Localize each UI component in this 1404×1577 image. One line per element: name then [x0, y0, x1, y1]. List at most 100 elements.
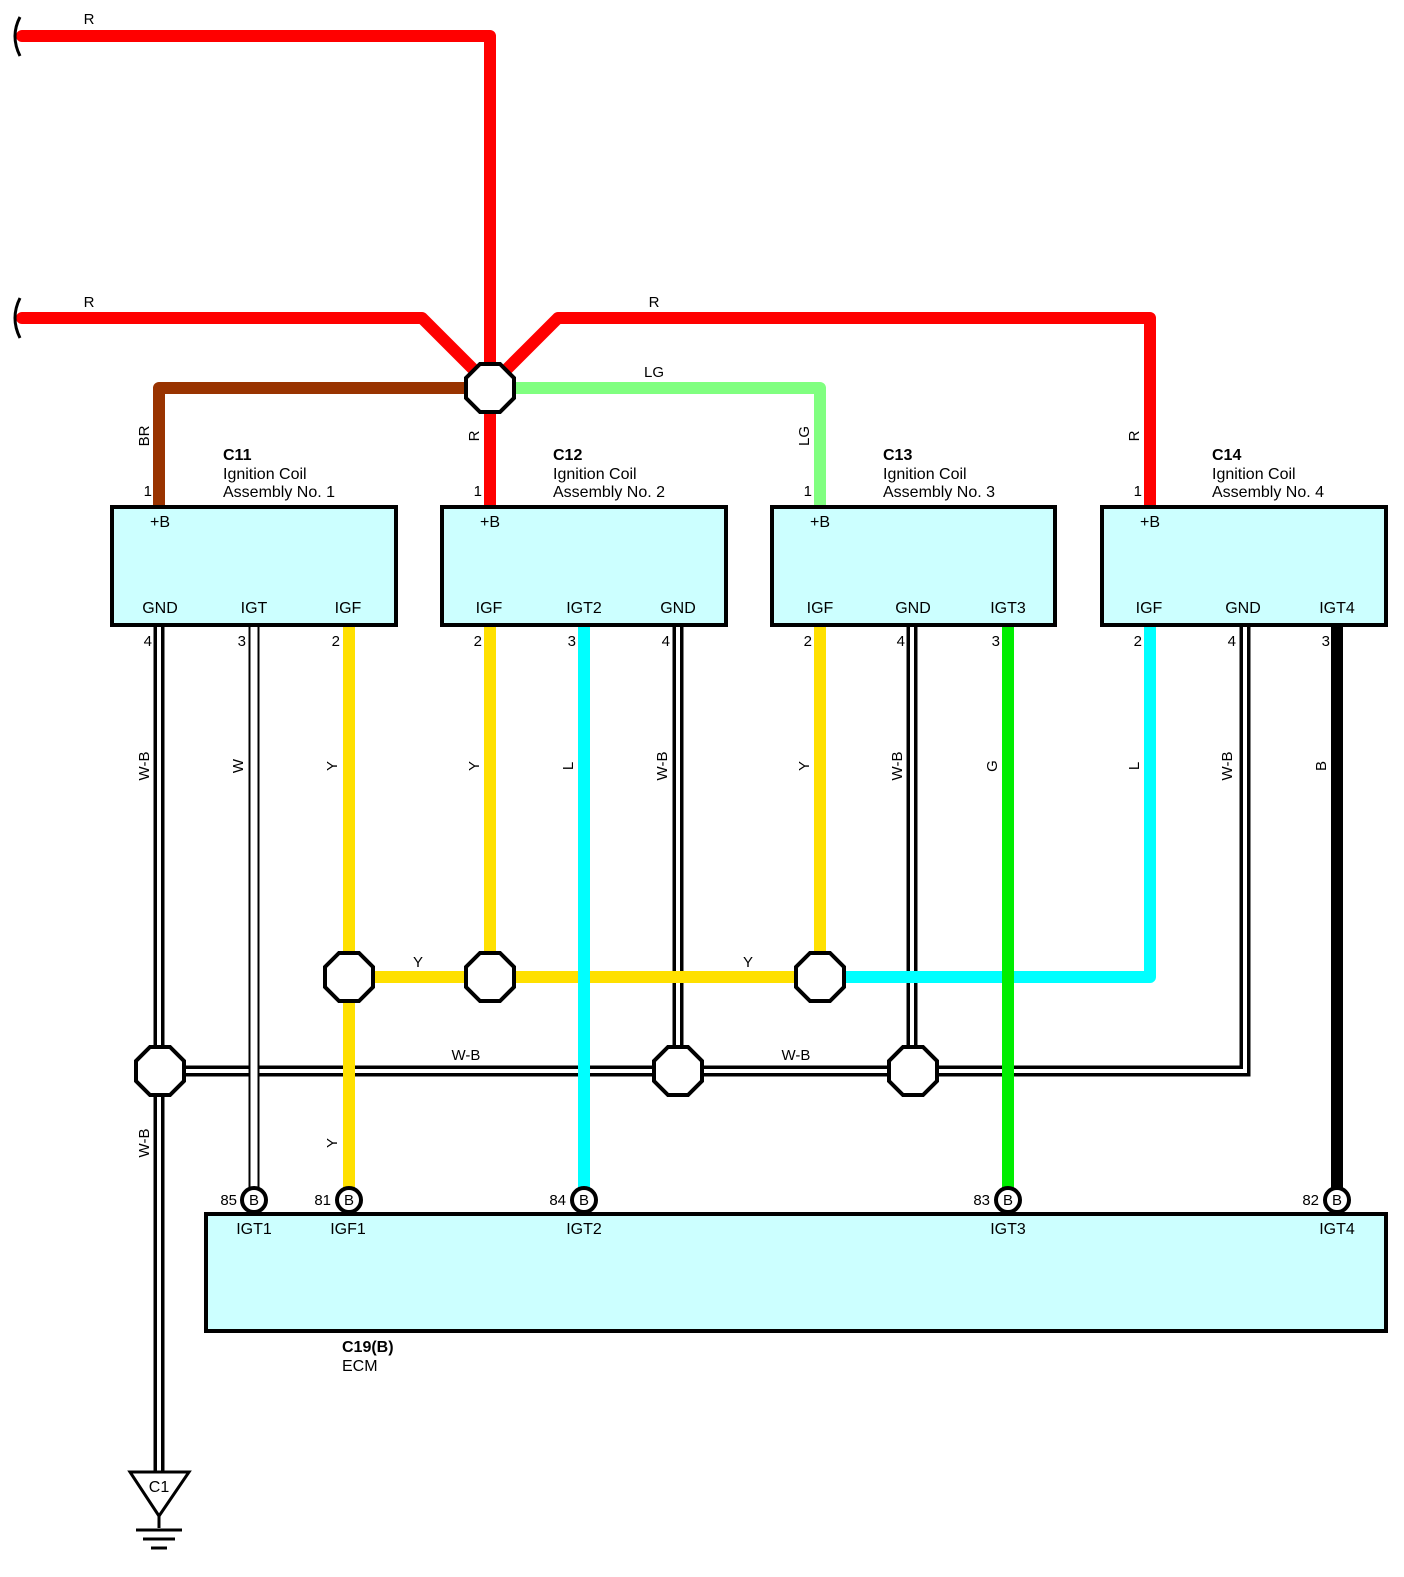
connector-name-line2: Assembly No. 1: [223, 484, 335, 501]
terminal-label: IGF: [807, 600, 834, 617]
ecm-pin-marker: [570, 1186, 598, 1214]
connector-name-line2: Assembly No. 2: [553, 484, 665, 501]
terminal-label: IGF: [476, 600, 503, 617]
ecm-pin-marker: [335, 1186, 363, 1214]
wire-br: [153, 382, 470, 508]
ecm-terminal-label: IGT4: [1319, 1221, 1355, 1238]
ecm-id: C19(B): [342, 1339, 394, 1356]
coil-box: [770, 505, 1057, 627]
wire-lg: [512, 382, 826, 508]
pin-number: 2: [804, 633, 812, 650]
wire-label-r-c14: R: [1126, 430, 1143, 441]
terminal-label: IGT: [241, 600, 268, 617]
pin-number: 3: [992, 633, 1000, 650]
ecm-connector-letter: B: [579, 1192, 589, 1209]
ecm-pin-marker: [1323, 1186, 1351, 1214]
ecm-pin-marker: [240, 1186, 268, 1214]
ecm-pin-number: 85: [220, 1192, 237, 1209]
wire-r-mid: [16, 312, 480, 376]
connector-name-line1: Ignition Coil: [553, 466, 637, 483]
pin-number: 4: [1228, 633, 1236, 650]
terminal-label: IGT3: [990, 600, 1026, 617]
ecm-terminal-label: IGT1: [236, 1221, 272, 1238]
pin-number: 2: [1134, 633, 1142, 650]
wire-r-right: [500, 312, 1156, 514]
ecm-pin-marker: [994, 1186, 1022, 1214]
ground-id: C1: [149, 1479, 170, 1496]
connector-c11: C11 Ignition Coil Assembly No. 1 1 +B GN…: [110, 447, 398, 650]
ecm-pin-number: 81: [314, 1192, 331, 1209]
coil-box: [1100, 505, 1388, 627]
wire-label-wb-bus-2: W-B: [782, 1047, 811, 1064]
splice-points: [134, 362, 939, 1097]
wire-label-wb-bus-1: W-B: [452, 1047, 481, 1064]
terminal-label: +B: [1140, 514, 1160, 531]
wire-labels: R R R LG Y Y W-B W-B: [84, 11, 811, 1064]
ecm-pin-number: 84: [549, 1192, 566, 1209]
ecm-connector-letter: B: [249, 1192, 259, 1209]
terminal-label: GND: [895, 600, 931, 617]
wb-ground-wires: [153, 625, 1251, 1478]
ground-triangle: [127, 1470, 192, 1519]
wire-label-c12-wb: W-B: [654, 752, 671, 781]
terminal-label: GND: [1225, 600, 1261, 617]
wire-label-c13-wb: W-B: [889, 752, 906, 781]
pin-number: 1: [804, 483, 812, 500]
wire-l-c14: [820, 625, 1156, 983]
connector-id: C12: [553, 447, 582, 464]
splice-wb-1: [134, 1045, 186, 1097]
wire-label-c13-y: Y: [796, 761, 813, 771]
wire-label-right-r: R: [649, 294, 660, 311]
terminal-label: IGF: [335, 600, 362, 617]
terminal-label: GND: [660, 600, 696, 617]
terminal-label: +B: [150, 514, 170, 531]
wire-label-y-ecm: Y: [324, 1138, 341, 1148]
terminal-label: GND: [142, 600, 178, 617]
ecm-connector-letter: B: [344, 1192, 354, 1209]
connector-c12: C12 Ignition Coil Assembly No. 2 1 +B IG…: [440, 447, 728, 650]
connector-id: C13: [883, 447, 912, 464]
ecm-pin-number: 82: [1302, 1192, 1319, 1209]
wire-label-top-r: R: [84, 11, 95, 28]
pin-number: 3: [238, 633, 246, 650]
terminal-label: IGT4: [1319, 600, 1355, 617]
connector-name-line2: Assembly No. 4: [1212, 484, 1324, 501]
terminal-label: IGT2: [566, 600, 602, 617]
wire-label-lg: LG: [644, 364, 664, 381]
ecm-connector-letter: B: [1332, 1192, 1342, 1209]
pin-number: 4: [897, 633, 905, 650]
wire-label-c12-l: L: [560, 762, 577, 770]
ecm-terminal-label: IGF1: [330, 1221, 366, 1238]
pin-number: 4: [662, 633, 670, 650]
wire-label-c11-y: Y: [324, 761, 341, 771]
wire-label-r-c12: R: [466, 430, 483, 441]
terminal-label: +B: [810, 514, 830, 531]
connector-c13: C13 Ignition Coil Assembly No. 3 1 +B IG…: [770, 447, 1057, 650]
wire-r-top: [16, 30, 496, 374]
ecm-box: [204, 1212, 1388, 1333]
splice-wb-2: [652, 1045, 704, 1097]
ecm-terminal-label: IGT3: [990, 1221, 1026, 1238]
pin-number: 2: [332, 633, 340, 650]
pin-number: 3: [1322, 633, 1330, 650]
pin-number: 2: [474, 633, 482, 650]
pin-number: 3: [568, 633, 576, 650]
pin-number: 1: [144, 483, 152, 500]
splice-power: [464, 362, 516, 414]
wire-label-c14-b: B: [1313, 761, 1330, 771]
pin-number: 1: [474, 483, 482, 500]
wire-label-br: BR: [136, 425, 153, 446]
ground-c1: C1: [127, 1470, 192, 1550]
ecm-c19: B 85 IGT1 B 81 IGF1 B 84 IGT2 B 83 IGT3 …: [204, 1186, 1388, 1375]
connector-id: C14: [1212, 447, 1241, 464]
terminal-label: IGF: [1136, 600, 1163, 617]
coil-box: [440, 505, 728, 627]
wire-label-lg-v: LG: [796, 426, 813, 446]
wire-label-y-bus-1: Y: [413, 954, 423, 971]
splice-y-1: [323, 951, 375, 1003]
ecm-connector-letter: B: [1003, 1192, 1013, 1209]
coil-box: [110, 505, 398, 627]
wire-label-c11-w: W: [230, 758, 247, 773]
